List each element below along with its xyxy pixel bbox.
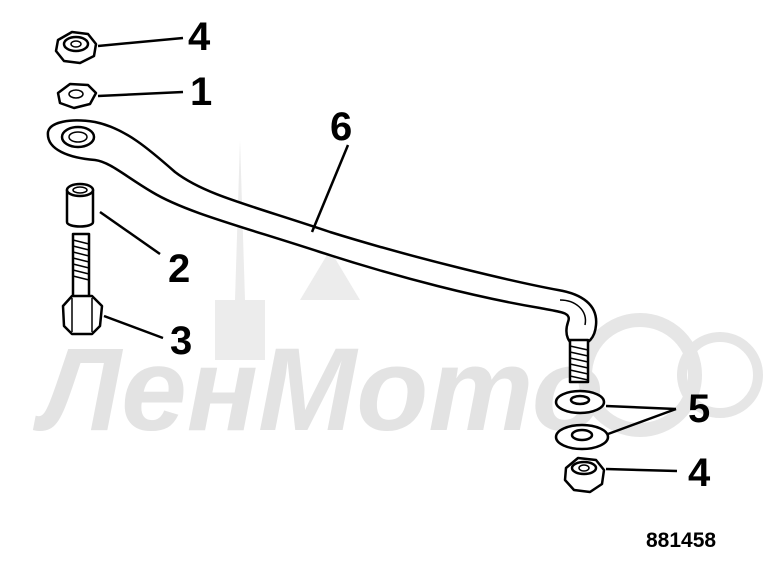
sleeve (65, 182, 95, 228)
tie-rod-stud (568, 338, 590, 384)
top-nut (54, 30, 98, 65)
bolt (61, 232, 104, 336)
washers (554, 389, 610, 451)
callout-1: 1 (190, 70, 212, 114)
callout-2: 2 (168, 247, 190, 291)
bottom-nut (563, 456, 606, 494)
part-number: 881458 (646, 529, 716, 552)
callout-4-top: 4 (188, 15, 211, 59)
callout-5: 5 (688, 387, 710, 431)
callout-3: 3 (170, 319, 192, 363)
leader-lines (97, 36, 678, 473)
watermark-text: ЛенМото (32, 324, 604, 456)
callout-6: 6 (330, 105, 352, 149)
small-nut (56, 82, 98, 110)
callouts: 4 1 2 3 6 5 4 (168, 15, 711, 495)
callout-4-bottom: 4 (688, 451, 711, 495)
